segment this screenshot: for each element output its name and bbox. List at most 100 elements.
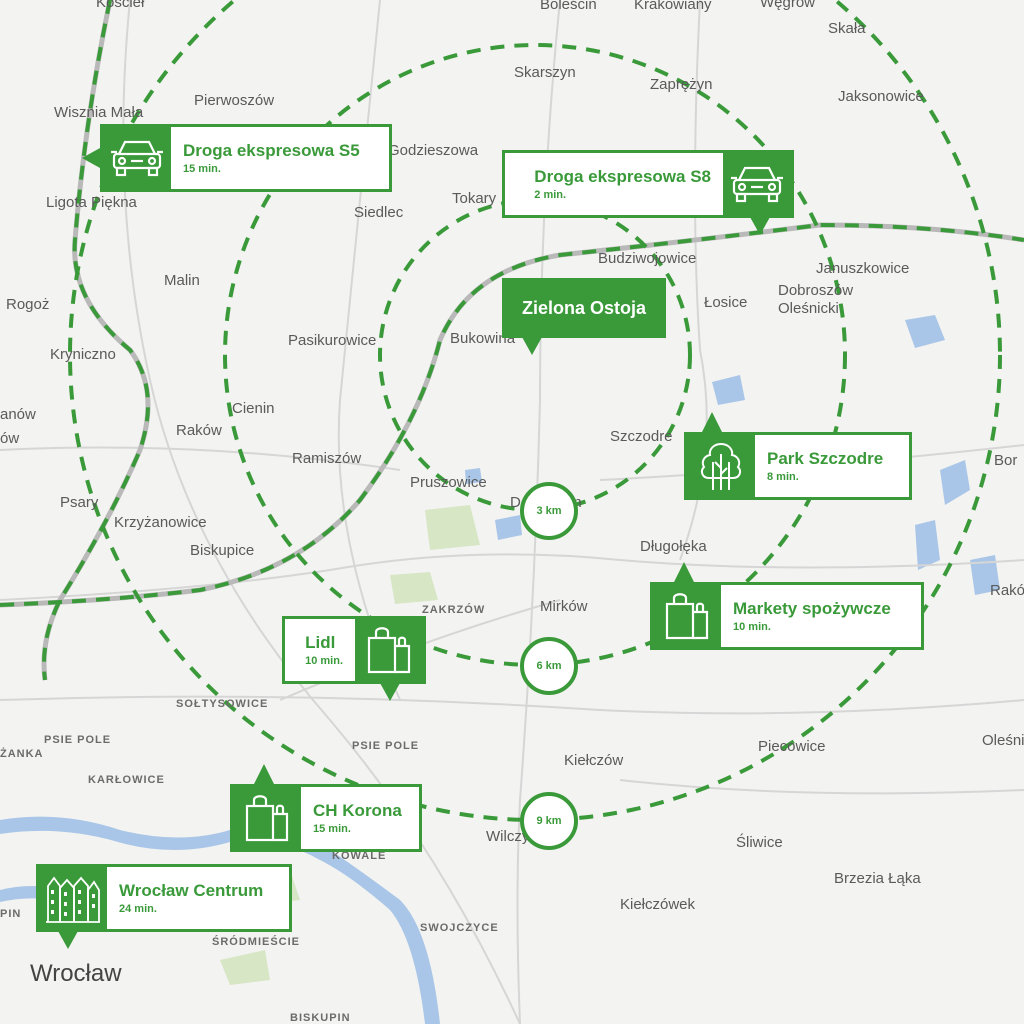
callout-park[interactable]: Park Szczodre 8 min. <box>684 432 912 500</box>
place-label: Kiełczówek <box>620 896 696 913</box>
callout-title: Droga ekspresowa S8 <box>534 167 711 186</box>
water-bodies <box>0 315 1000 1024</box>
place-label: anów <box>0 406 36 423</box>
place-label: Wisznia Mała <box>54 104 144 121</box>
place-label: Malin <box>164 272 200 289</box>
place-label: Bukowina <box>450 330 516 347</box>
distance-label: 6 km <box>536 660 562 672</box>
place-label: Ligota Piękna <box>46 194 137 211</box>
place-label: Rakó <box>990 582 1024 599</box>
place-label: Tokary <box>452 190 497 207</box>
distance-badge-9km: 9 km <box>520 792 578 850</box>
district-label: SOŁTYSOWICE <box>176 698 269 710</box>
place-label: Pasikurowice <box>288 332 377 349</box>
home-label: Zielona Ostoja <box>521 297 647 318</box>
distance-badge-6km: 6 km <box>520 637 578 695</box>
place-label: Skarszyn <box>514 64 576 81</box>
district-label: PSIE POLE <box>352 740 420 752</box>
place-label: Śliwice <box>736 834 783 851</box>
distance-label: 3 km <box>536 505 562 517</box>
callout-pointer <box>380 683 400 701</box>
place-label: Cienin <box>232 400 275 417</box>
place-label: Dobroszów Oleśnicki <box>778 282 854 317</box>
place-label: Siedlec <box>354 204 404 221</box>
place-label: Oleśnica <box>982 732 1024 749</box>
callout-pointer <box>58 931 78 949</box>
place-label: Brzezia Łąka <box>834 870 921 887</box>
callout-pointer <box>674 562 694 582</box>
callout-time: 10 min. <box>733 621 771 633</box>
buildings-icon <box>39 867 107 929</box>
callout-s8[interactable]: Droga ekspresowa S8 2 min. <box>502 150 794 218</box>
shopping-bags-icon <box>355 619 423 681</box>
callout-title: Park Szczodre <box>767 449 884 468</box>
place-label: Budziwojowice <box>598 250 697 267</box>
place-label: Mirków <box>540 598 588 615</box>
place-label: Zaprężyn <box>650 76 713 93</box>
place-label: Biskupice <box>190 542 255 559</box>
place-label: Godzieszowa <box>388 142 479 159</box>
callout-pointer <box>702 412 722 432</box>
place-label: Jaksonowice <box>838 88 924 105</box>
home-pointer <box>522 337 542 355</box>
place-label: Kryniczno <box>50 346 116 363</box>
district-label: KOWALE <box>332 850 387 862</box>
car-icon <box>103 127 171 189</box>
place-label: Skała <box>828 20 866 37</box>
district-label: PSIE POLE <box>44 734 112 746</box>
district-label: KARŁOWICE <box>88 774 165 786</box>
home-marker[interactable]: Zielona Ostoja <box>502 278 666 338</box>
place-label: Boleścin <box>540 0 597 13</box>
callout-pointer <box>254 764 274 784</box>
callout-title: Markety spożywcze <box>733 599 891 618</box>
callout-title: Lidl <box>305 633 336 652</box>
callout-pointer <box>750 217 770 235</box>
district-label: PIN <box>0 908 22 920</box>
place-label: Pruszowice <box>410 474 487 491</box>
shopping-bags-icon <box>233 787 301 849</box>
callout-pointer <box>82 148 100 168</box>
district-label: BISKUPIN <box>290 1012 351 1024</box>
callout-korona[interactable]: CH Korona 15 min. <box>230 784 422 852</box>
place-label: Piecowice <box>758 738 826 755</box>
callout-lidl[interactable]: Lidl 10 min. <box>282 616 426 684</box>
place-label: Psary <box>60 494 99 511</box>
callout-time: 8 min. <box>767 471 799 483</box>
place-label: Kiełczów <box>564 752 624 769</box>
place-label: Długołęka <box>640 538 707 555</box>
place-label: Bor <box>994 452 1018 469</box>
place-label: Łosice <box>704 294 748 311</box>
callout-time: 24 min. <box>119 903 157 915</box>
callout-centrum[interactable]: Wrocław Centrum 24 min. <box>36 864 292 932</box>
distance-label: 9 km <box>536 815 562 827</box>
callout-title: Droga ekspresowa S5 <box>183 141 360 160</box>
tree-icon <box>687 435 755 497</box>
callout-title: CH Korona <box>313 801 402 820</box>
distance-badge-3km: 3 km <box>520 482 578 540</box>
district-label: ŚRÓDMIEŚCIE <box>212 936 301 948</box>
callout-time: 10 min. <box>305 655 343 667</box>
district-label: ZAKRZÓW <box>422 604 486 616</box>
place-label: Krakowiany <box>634 0 712 13</box>
shopping-bags-icon <box>653 585 721 647</box>
callout-time: 15 min. <box>313 823 351 835</box>
place-label: ów <box>0 430 20 447</box>
place-label: Pierwoszów <box>194 92 275 109</box>
place-label: Rogoż <box>6 296 50 313</box>
callout-time: 2 min. <box>534 189 567 201</box>
place-label: Węgrów <box>760 0 816 11</box>
city-label-wroclaw: Wrocław <box>30 960 122 987</box>
place-label: Krzyżanowice <box>114 514 207 531</box>
place-label: Januszkowice <box>816 260 910 277</box>
place-label: Raków <box>176 422 222 439</box>
callout-time: 15 min. <box>183 163 221 175</box>
callout-s5[interactable]: Droga ekspresowa S5 15 min. <box>100 124 392 192</box>
car-icon <box>723 153 791 215</box>
callout-title: Wrocław Centrum <box>119 881 264 900</box>
place-label: Szczodre <box>610 428 673 445</box>
district-label: ŻANKA <box>0 748 44 760</box>
district-label: SWOJCZYCE <box>420 922 499 934</box>
place-label: Ramiszów <box>292 450 362 467</box>
callout-markets[interactable]: Markety spożywcze 10 min. <box>650 582 924 650</box>
